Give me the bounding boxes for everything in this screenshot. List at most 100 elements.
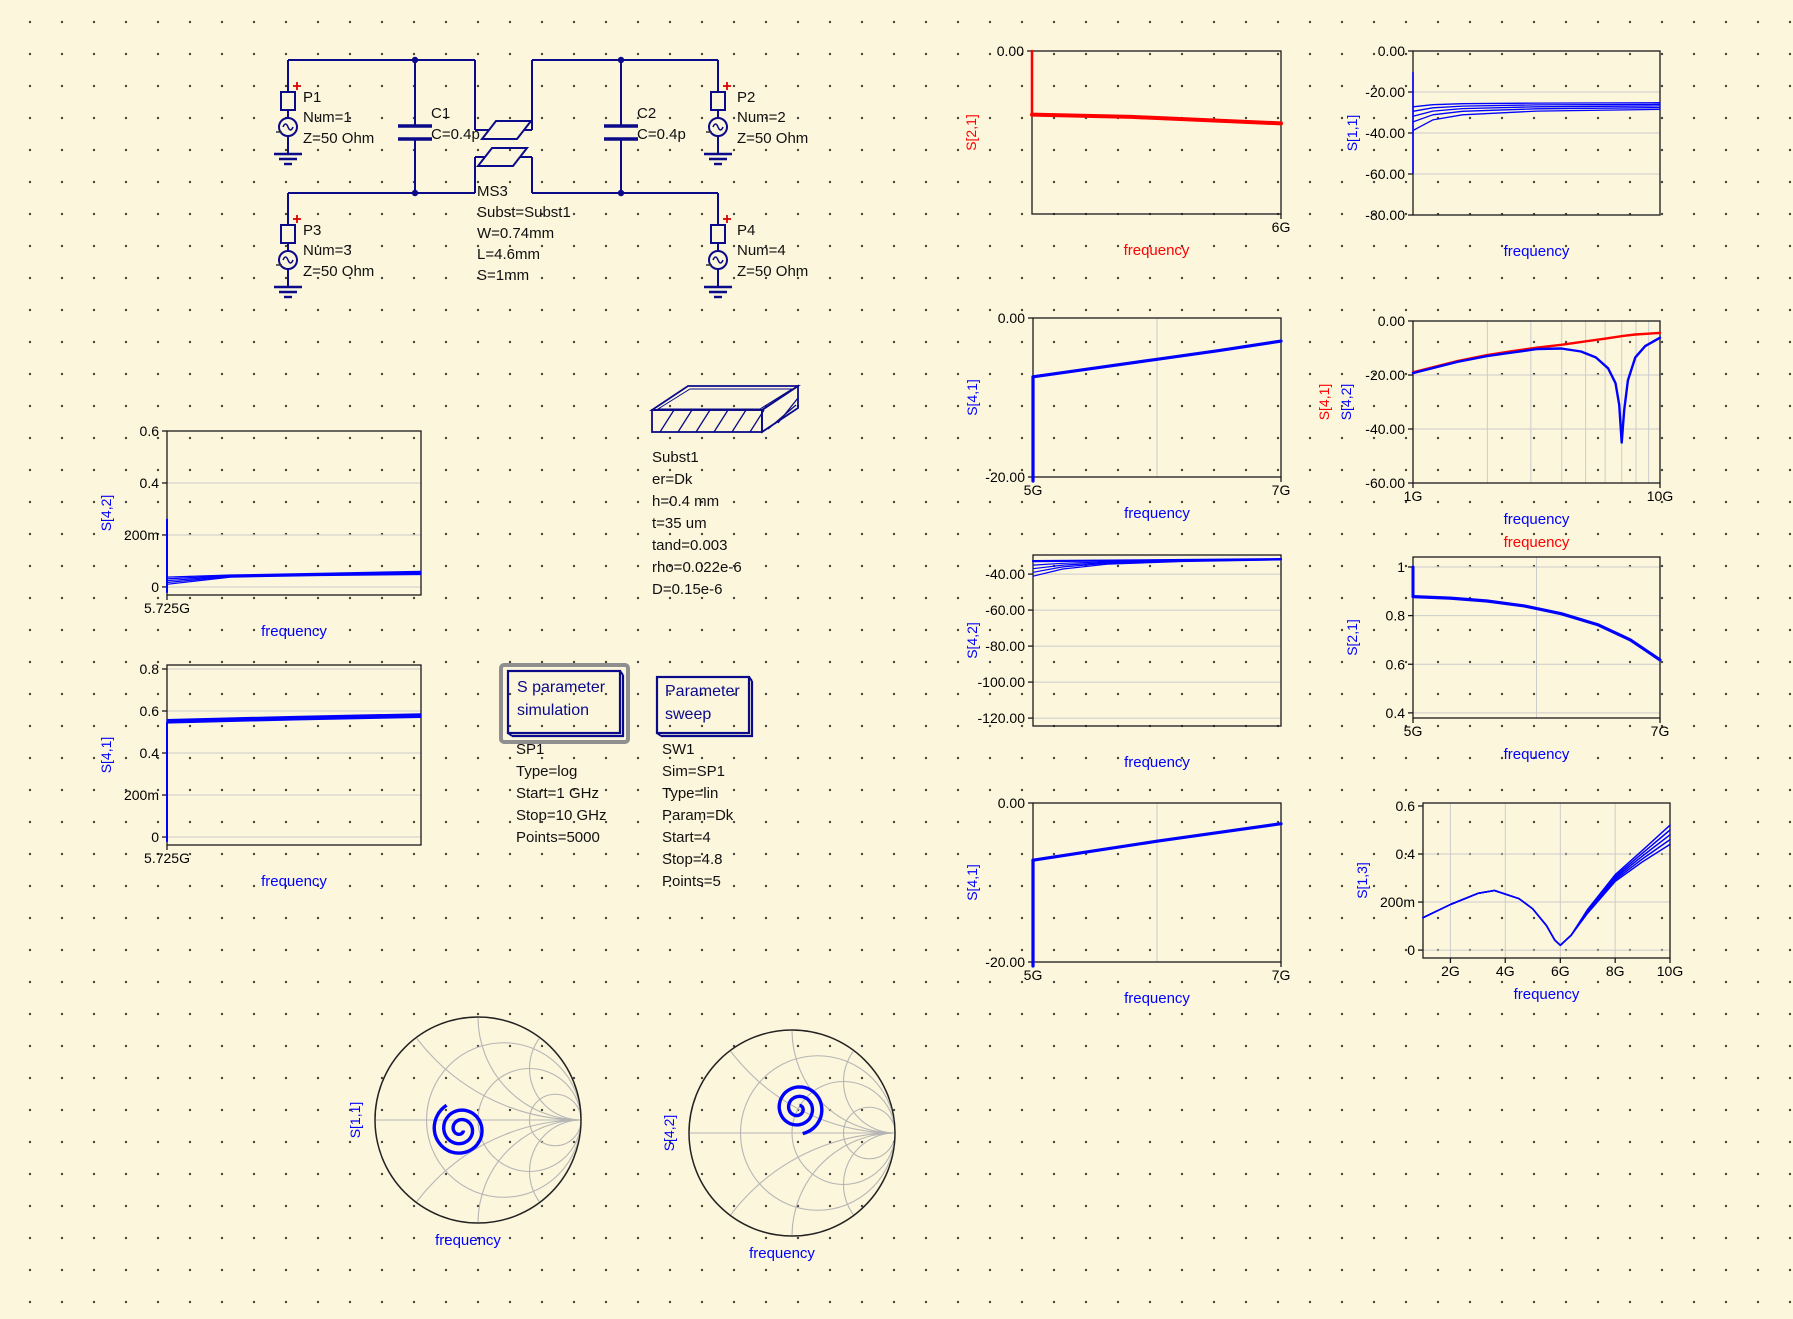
schematic-label[interactable]: h=0.4 mm: [652, 493, 720, 510]
plot-curve: [166, 713, 422, 721]
y-tick-label: -40.00: [1365, 125, 1405, 141]
schematic-label[interactable]: Start=4: [662, 829, 711, 846]
plot-frame: [1422, 802, 1671, 959]
schematic-label[interactable]: C1: [431, 105, 451, 122]
capacitor-c1[interactable]: [398, 124, 432, 141]
coupled-lines-ms3[interactable]: [475, 120, 534, 167]
x-tick-label: 2G: [1441, 963, 1460, 979]
schematic-label[interactable]: Sim=SP1: [662, 763, 725, 780]
schematic-label[interactable]: Num=2: [737, 109, 786, 126]
y-tick-label: 0.6: [1386, 656, 1406, 672]
port-p2[interactable]: [704, 82, 732, 166]
schematic-label[interactable]: Points=5000: [516, 829, 600, 846]
schematic-label[interactable]: Num=4: [737, 242, 786, 259]
plot-ylabel: S[4,2]: [964, 622, 980, 659]
schematic-label[interactable]: C=0.4p: [431, 126, 480, 143]
smith-ylabel: S[1,1]: [347, 1102, 363, 1139]
schematic-label[interactable]: D=0.15e-6: [652, 581, 723, 598]
schematic-label[interactable]: P3: [303, 222, 322, 239]
schematic-label[interactable]: MS3: [477, 183, 508, 200]
schematic-label[interactable]: SP1: [516, 741, 545, 758]
y-tick-label: -40.00: [1365, 421, 1405, 437]
schematic-label[interactable]: tand=0.003: [652, 537, 728, 554]
sim-block-parameter-sweep[interactable]: [655, 675, 754, 738]
schematic-label[interactable]: S=1mm: [477, 267, 530, 284]
schematic-label[interactable]: C2: [637, 105, 657, 122]
sim-block-s-parameter[interactable]: [499, 663, 630, 744]
schematic-label[interactable]: sweep: [665, 706, 712, 723]
smith-trace: [432, 1103, 484, 1155]
plot-curve: [1031, 822, 1283, 862]
plot-s11-top[interactable]: 0.00-20.00-40.00-60.00-80.00S[1,1]freque…: [1344, 43, 1661, 260]
y-tick-label: -80.00: [985, 638, 1025, 654]
smith-s42[interactable]: S[4,2]frequency: [661, 721, 1101, 1319]
circuit-schematic[interactable]: [274, 56, 801, 744]
plot-ylabel: S[4,1]: [964, 379, 980, 416]
y-tick-label: -60.00: [1365, 475, 1405, 491]
schematic-label[interactable]: Subst1: [652, 449, 699, 466]
schematic-label[interactable]: Stop=4.8: [662, 851, 723, 868]
schematic-label[interactable]: Z=50 Ohm: [737, 130, 809, 147]
schematic-label[interactable]: W=0.74mm: [477, 225, 555, 242]
schematic-label[interactable]: L=4.6mm: [477, 246, 540, 263]
schematic-label[interactable]: Start=1 GHz: [516, 785, 599, 802]
plot-xlabel: frequency: [1124, 754, 1190, 771]
plot-curve: [1412, 105, 1661, 117]
schematic-label[interactable]: Subst=Subst1: [477, 204, 571, 221]
port-p3[interactable]: [274, 215, 302, 299]
plot-s42-deep[interactable]: -40.00-60.00-80.00-100.00-120.00S[4,2]fr…: [964, 554, 1283, 771]
schematic-label[interactable]: simulation: [517, 702, 590, 719]
smith-outer-circle: [688, 1029, 896, 1237]
capacitor-c2[interactable]: [604, 124, 638, 141]
plot-xlabel: frequency: [1504, 746, 1570, 763]
schematic-label[interactable]: er=Dk: [652, 471, 693, 488]
plot-xlabel: frequency: [261, 623, 327, 640]
y-tick-label: 0.00: [998, 795, 1025, 811]
y-tick-label: 0: [1407, 942, 1415, 958]
smith-s11[interactable]: S[1,1]frequency: [347, 708, 787, 1319]
y-tick-label: 200m: [1380, 894, 1415, 910]
schematic-label[interactable]: Type=log: [516, 763, 578, 780]
y-tick-label: -60.00: [1365, 166, 1405, 182]
schematic-label[interactable]: t=35 um: [652, 515, 707, 532]
schematic-label[interactable]: SW1: [662, 741, 695, 758]
schematic-label[interactable]: P2: [737, 89, 756, 106]
plot-frame: [1412, 556, 1661, 719]
schematic-label[interactable]: Type=lin: [662, 785, 719, 802]
schematic-label[interactable]: Z=50 Ohm: [737, 263, 809, 280]
plot-ylabel: S[2,1]: [1344, 619, 1360, 656]
schematic-label[interactable]: Num=3: [303, 242, 352, 259]
schematic-label[interactable]: P4: [737, 222, 756, 239]
substrate-subst1[interactable]: [649, 384, 801, 434]
x-tick-label: 5.725G: [144, 850, 190, 866]
schematic-label[interactable]: Num=1: [303, 109, 352, 126]
schematic-label[interactable]: Points=5: [662, 873, 721, 890]
port-p1[interactable]: [274, 82, 302, 166]
schematic-label[interactable]: Param=Dk: [662, 807, 734, 824]
schematic-label[interactable]: Stop=10 GHz: [516, 807, 607, 824]
schematic-label[interactable]: Z=50 Ohm: [303, 263, 375, 280]
y-tick-label: -20.00: [1365, 84, 1405, 100]
plot-frame: [1031, 50, 1282, 215]
schematic-label[interactable]: Parameter: [665, 683, 740, 700]
schematic-label[interactable]: C=0.4p: [637, 126, 686, 143]
plot-curve: [1411, 594, 1662, 662]
plot-curve: [1411, 331, 1662, 374]
plot-frame: [166, 430, 422, 596]
schematic-label[interactable]: S parameter: [517, 679, 606, 696]
y-tick-label: 0.6: [140, 423, 160, 439]
x-tick-label: 7G: [1651, 723, 1670, 739]
schematic-label[interactable]: rho=0.022e-6: [652, 559, 742, 576]
plot-ylabel: S[4,1]: [964, 864, 980, 901]
schematic-label[interactable]: P1: [303, 89, 322, 106]
schematic-label[interactable]: Z=50 Ohm: [303, 130, 375, 147]
port-p4[interactable]: [704, 215, 732, 299]
